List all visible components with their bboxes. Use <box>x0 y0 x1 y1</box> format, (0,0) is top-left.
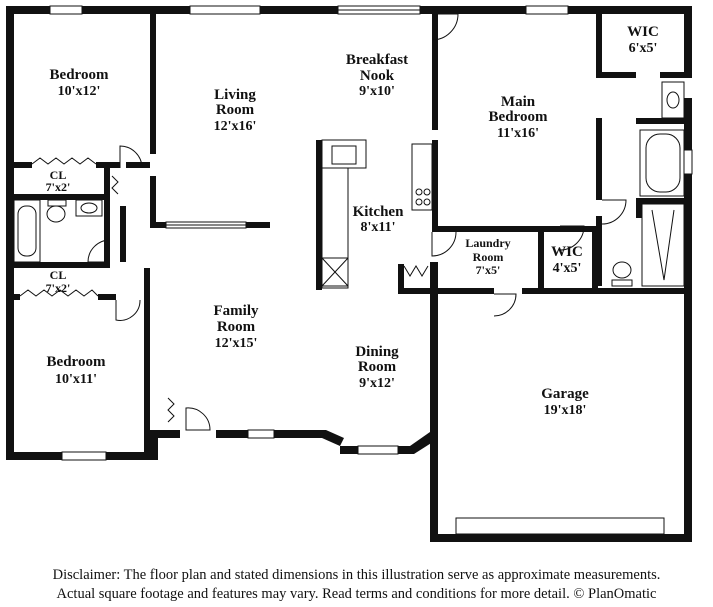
living-name-2: Room <box>216 102 255 118</box>
dining-dims: 9'x12' <box>359 376 395 391</box>
family-dims: 12'x15' <box>215 336 258 351</box>
main-bedroom-name-1: Main <box>501 94 536 110</box>
main-bedroom-dims: 11'x16' <box>497 126 539 141</box>
room-labels: Bedroom 10'x12' Living Room 12'x16' Brea… <box>46 24 659 418</box>
bedroom-bottom-dims: 10'x11' <box>55 372 97 387</box>
family-name-2: Room <box>217 319 256 335</box>
garage-name: Garage <box>541 386 589 402</box>
doors <box>87 13 627 431</box>
wic-mid-name: WIC <box>551 244 583 260</box>
bedroom-bottom-name: Bedroom <box>47 354 106 370</box>
closet-top-dims: 7'x2' <box>46 180 71 194</box>
dining-name-2: Room <box>358 359 397 375</box>
bedroom-top-dims: 10'x12' <box>58 84 101 99</box>
closet-top-name: CL <box>50 168 67 182</box>
floor-plan: Bedroom 10'x12' Living Room 12'x16' Brea… <box>6 5 693 542</box>
wic-mid-dims: 4'x5' <box>553 261 582 276</box>
disclaimer-line-2: Actual square footage and features may v… <box>56 586 657 602</box>
living-dims: 12'x16' <box>214 119 257 134</box>
breakfast-name-2: Nook <box>360 68 395 84</box>
laundry-name-1: Laundry <box>465 236 510 250</box>
laundry-dims: 7'x5' <box>476 263 501 277</box>
wic-top-name: WIC <box>627 24 659 40</box>
walls <box>6 6 692 542</box>
fixtures <box>13 9 685 423</box>
dining-name-1: Dining <box>355 344 399 360</box>
garage-dims: 19'x18' <box>544 403 587 418</box>
bedroom-top-name: Bedroom <box>50 67 109 83</box>
disclaimer-line-1: Disclaimer: The floor plan and stated di… <box>52 567 661 583</box>
breakfast-dims: 9'x10' <box>359 84 395 99</box>
main-bedroom-name-2: Bedroom <box>489 109 548 125</box>
kitchen-dims: 8'x11' <box>360 220 395 235</box>
closet-bottom-dims: 7'x2' <box>46 281 71 295</box>
kitchen-name: Kitchen <box>353 204 404 220</box>
living-name-1: Living <box>214 87 256 103</box>
wic-top-dims: 6'x5' <box>629 41 658 56</box>
disclaimer: Disclaimer: The floor plan and stated di… <box>0 566 713 604</box>
family-name-1: Family <box>214 303 259 319</box>
breakfast-name-1: Breakfast <box>346 52 408 68</box>
laundry-name-2: Room <box>473 250 504 264</box>
closet-bottom-name: CL <box>50 268 67 282</box>
windows <box>49 5 693 535</box>
